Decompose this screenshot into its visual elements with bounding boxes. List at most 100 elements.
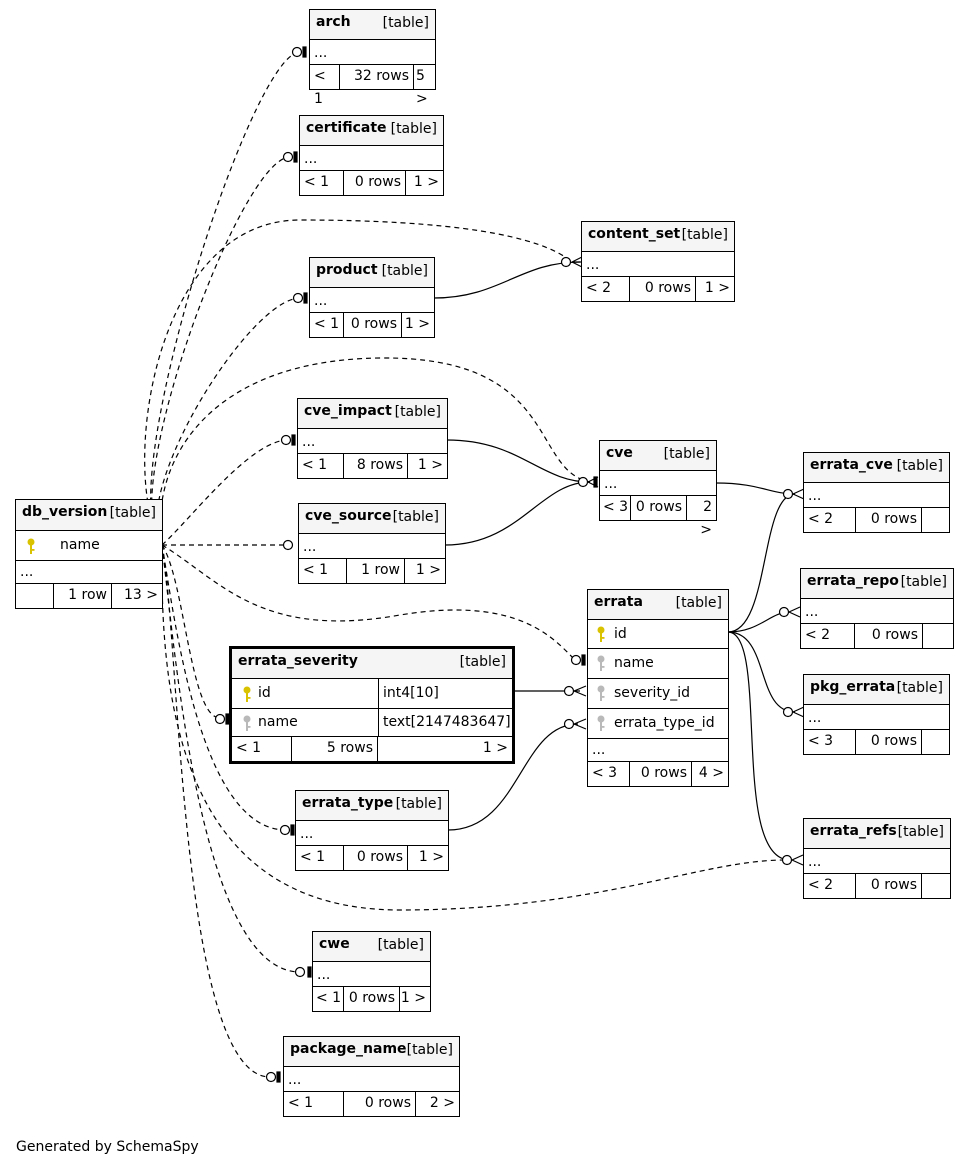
link-crow-marker [788,606,801,618]
parents-count[interactable]: < 3 [588,762,630,786]
table-name[interactable]: cve_source [305,508,392,524]
link-crow-marker [792,706,805,718]
column-row[interactable]: id int4[10] [232,679,512,709]
table-kind: [table] [406,1042,453,1058]
table-name[interactable]: certificate [306,120,387,136]
table-cve_impact[interactable]: cve_impact [table] ... < 1 8 rows 1 > [297,398,448,479]
parents-count[interactable]: < 3 [804,730,856,754]
children-count[interactable]: 5 > [416,68,428,107]
column-name: name [614,655,654,671]
table-name[interactable]: cve [606,445,633,461]
link-end-marker [292,292,304,304]
parents-count[interactable]: < 2 [804,508,856,532]
table-name[interactable]: db_version [22,504,108,520]
table-cwe[interactable]: cwe [table] ... < 1 0 rows 1 > [312,931,431,1012]
table-cve_source[interactable]: cve_source [table] ... < 1 1 row 1 > [298,503,446,584]
children-count[interactable]: 13 > [124,587,158,603]
column-row[interactable]: severity_id [588,679,728,709]
children-count[interactable]: 1 > [415,562,441,578]
table-name[interactable]: cwe [319,936,350,952]
parents-count[interactable]: < 1 [310,313,344,337]
table-content_set[interactable]: content_set [table] ... < 2 0 rows 1 > [581,221,735,302]
children-count[interactable]: 1 > [417,457,443,473]
table-errata_severity[interactable]: errata_severity [table] id int4[10] name… [229,646,515,764]
column-row[interactable]: errata_type_id [588,709,728,739]
table-arch[interactable]: arch [table] ... < 1 32 rows 5 > [309,9,436,107]
children-count[interactable]: 1 > [413,174,439,190]
column-row[interactable]: name [16,531,162,561]
ellipsis-row: ... [313,962,430,987]
table-footer: 1 row 13 > [16,584,162,608]
parents-count[interactable]: < 2 [582,277,630,301]
table-name[interactable]: cve_impact [304,403,392,419]
table-errata_repo[interactable]: errata_repo [table] ... < 2 0 rows [800,568,954,649]
table-name[interactable]: errata_repo [807,573,899,589]
table-kind: [table] [897,824,944,840]
table-errata_cve[interactable]: errata_cve [table] ... < 2 0 rows [803,452,950,533]
parents-count[interactable]: < 1 [300,171,344,195]
children-count[interactable] [922,730,949,754]
parents-count[interactable]: < 1 [313,987,344,1011]
parents-count[interactable]: < 1 [296,846,344,870]
column-row[interactable]: name text[2147483647] [232,709,512,737]
table-package_name[interactable]: package_name [table] ... < 1 0 rows 2 > [283,1036,460,1117]
table-footer: < 1 0 rows 2 > [284,1092,459,1116]
table-product[interactable]: product [table] ... < 1 0 rows 1 > [309,257,435,338]
children-count[interactable]: 1 > [418,849,444,865]
ellipsis-row: ... [299,534,445,559]
table-header: pkg_errata [table] [804,675,949,705]
table-errata_refs[interactable]: errata_refs [table] ... < 2 0 rows [803,818,951,899]
table-db_version[interactable]: db_version [table] name ... 1 row 13 > [15,499,163,609]
table-name[interactable]: errata_severity [238,653,358,669]
parents-count[interactable]: < 3 [600,496,631,520]
link-end-marker [570,654,582,666]
table-header: cve_impact [table] [298,399,447,429]
parents-count[interactable]: < 2 [804,874,856,898]
children-count[interactable] [923,624,953,648]
table-name[interactable]: errata [594,594,643,610]
table-errata[interactable]: errata [table] id name severity_id errat… [587,589,729,787]
children-count[interactable]: 1 > [400,990,426,1006]
table-name[interactable]: errata_refs [810,823,897,839]
row-count: 32 rows [340,65,414,89]
table-name[interactable]: errata_type [302,795,394,811]
link-errata-errata_cve [727,493,796,633]
column-row[interactable]: name [588,649,728,679]
table-name[interactable]: errata_cve [810,457,893,473]
table-name[interactable]: content_set [588,226,681,242]
table-kind: [table] [395,796,442,812]
children-count[interactable]: 2 > [700,499,712,538]
children-count[interactable]: 1 > [482,740,508,756]
children-count[interactable]: 2 > [429,1095,455,1111]
table-certificate[interactable]: certificate [table] ... < 1 0 rows 1 > [299,115,444,196]
table-cve[interactable]: cve [table] ... < 3 0 rows 2 > [599,440,717,538]
link-crow-marker [573,718,587,730]
table-name[interactable]: package_name [290,1041,407,1057]
link-bar-marker [291,434,296,446]
link-end-marker [560,256,572,268]
children-count[interactable] [922,874,950,898]
parents-count[interactable]: < 1 [284,1092,344,1116]
parents-count[interactable]: < 1 [232,737,292,761]
column-row[interactable]: id [588,620,728,649]
link-db_version-content_set [144,219,573,546]
parents-count[interactable]: < 1 [298,454,344,478]
parents-count[interactable]: < 1 [299,559,347,583]
parents-count[interactable]: < 1 [310,65,340,107]
parents-count[interactable]: < 2 [801,624,855,648]
children-count[interactable] [922,508,949,532]
table-name[interactable]: pkg_errata [810,679,896,695]
table-kind: [table] [459,654,506,670]
children-count[interactable]: 1 > [404,316,430,332]
table-name[interactable]: product [316,262,378,278]
parents-count[interactable] [16,584,54,608]
children-count[interactable]: 4 > [698,765,724,781]
link-end-marker [577,476,589,488]
table-pkg_errata[interactable]: pkg_errata [table] ... < 3 0 rows [803,674,950,755]
table-errata_type[interactable]: errata_type [table] ... < 1 0 rows 1 > [295,790,449,871]
table-kind: [table] [896,680,943,696]
ellipsis-row: ... [296,821,448,846]
children-count[interactable]: 1 > [704,280,730,296]
row-count: 0 rows [344,987,400,1011]
table-name[interactable]: arch [316,14,351,30]
